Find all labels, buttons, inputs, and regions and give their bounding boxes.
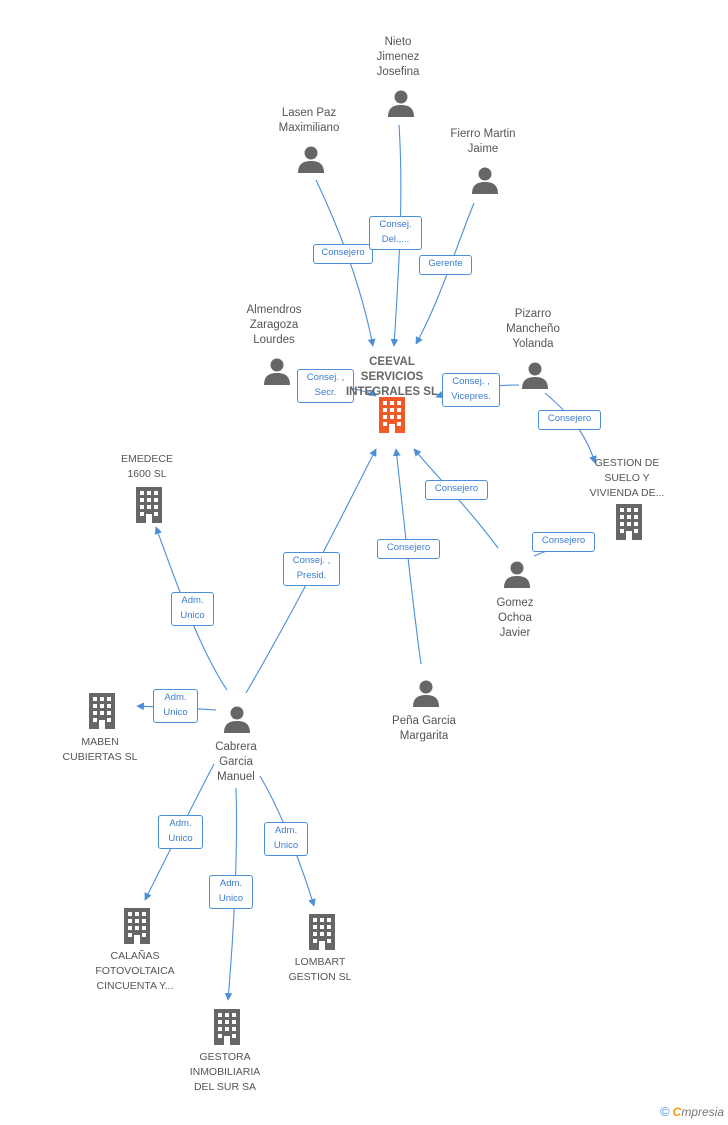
person-icon-almendros[interactable] [264,358,290,386]
person-name-gomez[interactable]: Gomez Ochoa Javier [496,597,534,639]
person-name-pena[interactable]: Peña Garcia Margarita [392,715,456,742]
edge-label-cabrera-to-maben[interactable]: Adm. Unico [153,689,198,723]
company-name-gestora[interactable]: GESTORA INMOBILIARIA DEL SUR SA [189,1051,261,1093]
company-name-lombart[interactable]: LOMBART GESTION SL [288,956,352,983]
person-icon-pena[interactable] [413,680,439,708]
building-icon-calanas[interactable] [124,908,150,944]
building-icon-maben[interactable] [89,693,115,729]
company-name-calanas[interactable]: CALAÑAS FOTOVOLTAICA CINCUENTA Y... [95,950,175,992]
edge-label-pizarro-to-gestion_suelo[interactable]: Consejero [538,410,601,430]
edge-label-pena-to-center[interactable]: Consejero [377,539,440,559]
edge-label-nieto-to-center[interactable]: Consej. Del.,... [369,216,422,250]
building-icon-emedece[interactable] [136,487,162,523]
company-name-emedece[interactable]: EMEDECE 1600 SL [121,453,173,480]
person-icon-gomez[interactable] [504,561,530,589]
edge-label-pizarro-to-center[interactable]: Consej. , Vicepres. [442,373,500,407]
person-name-cabrera[interactable]: Cabrera Garcia Manuel [215,741,257,783]
edge-label-cabrera-to-lombart[interactable]: Adm. Unico [264,822,308,856]
person-icon-cabrera[interactable] [224,706,250,734]
edge-label-cabrera-to-emedece[interactable]: Adm. Unico [171,592,214,626]
building-icon-gestora[interactable] [214,1009,240,1045]
person-icon-lasen[interactable] [298,146,324,174]
building-icon-lombart[interactable] [309,914,335,950]
person-name-lasen[interactable]: Lasen Paz Maximiliano [278,107,340,134]
person-name-almendros[interactable]: Almendros Zaragoza Lourdes [246,304,302,346]
edge-label-cabrera-to-gestora[interactable]: Adm. Unico [209,875,253,909]
company-name-maben[interactable]: MABEN CUBIERTAS SL [62,736,138,763]
copyright-mark: © [660,1104,670,1119]
person-name-fierro[interactable]: Fierro Martin Jaime [450,128,516,155]
edge-label-cabrera-to-center[interactable]: Consej. , Presid. [283,552,340,586]
edge-label-almendros-to-center[interactable]: Consej. , Secr. [297,369,354,403]
edge-label-gomez-to-center[interactable]: Consejero [425,480,488,500]
edge-label-lasen-to-center[interactable]: Consejero [313,244,373,264]
person-icon-pizarro[interactable] [522,362,548,390]
brand-initial: C [672,1105,682,1119]
edge-label-fierro-to-center[interactable]: Gerente [419,255,472,275]
person-name-nieto[interactable]: Nieto Jimenez Josefina [376,36,420,78]
empresia-brand-logo: ©Cmpresia [660,1104,724,1119]
person-icon-fierro[interactable] [472,167,498,195]
brand-name: mpresia [681,1105,724,1119]
center-building-icon[interactable] [379,397,405,433]
company-name-gestion_suelo[interactable]: GESTION DE SUELO Y VIVIENDA DE... [589,457,665,499]
edge-label-cabrera-to-calanas[interactable]: Adm. Unico [158,815,203,849]
edge-label-gomez-to-gestion_suelo[interactable]: Consejero [532,532,595,552]
edge-pena-to-center [392,448,422,665]
center-company-name[interactable]: CEEVAL SERVICIOS INTEGRALES SL [345,356,438,398]
person-icon-nieto[interactable] [388,90,414,118]
person-name-pizarro[interactable]: Pizarro Mancheño Yolanda [506,308,560,350]
building-icon-gestion_suelo[interactable] [616,504,642,540]
